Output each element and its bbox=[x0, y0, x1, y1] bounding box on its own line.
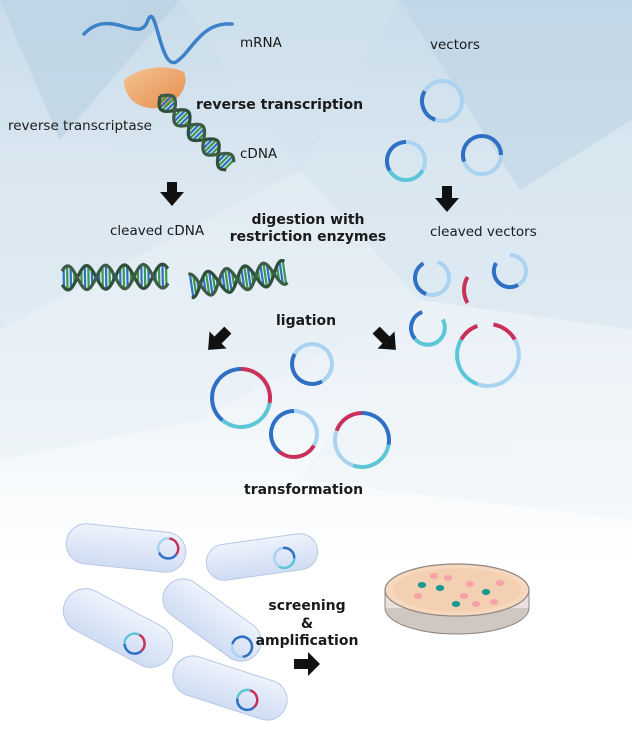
bacterium bbox=[162, 578, 262, 662]
background-facets bbox=[0, 0, 632, 460]
label-reverse-transcription: reverse transcription bbox=[196, 97, 364, 113]
label-mrna: mRNA bbox=[240, 35, 282, 51]
cleaved-cdna-fragment bbox=[187, 258, 289, 300]
label-screening-line3: amplification bbox=[255, 633, 359, 649]
bacterial-plasmid bbox=[273, 546, 296, 570]
bacterial-colony bbox=[459, 593, 469, 599]
bacterial-colony bbox=[417, 582, 427, 588]
label-digestion-line2: restriction enzymes bbox=[229, 228, 387, 245]
label-cdna: cDNA bbox=[240, 146, 278, 162]
bacterial-colony bbox=[481, 589, 491, 595]
label-ligation: ligation bbox=[276, 313, 337, 329]
cleaved-cdna-fragment bbox=[60, 262, 170, 292]
label-cleaved-vectors: cleaved vectors bbox=[430, 224, 537, 240]
arrow-into-ligation-right bbox=[372, 326, 396, 350]
bacterial-plasmid bbox=[230, 635, 254, 658]
cleaved-vector-plasmid bbox=[491, 252, 529, 290]
bacterial-colony bbox=[435, 585, 445, 591]
mrna-strand bbox=[82, 14, 234, 65]
vector-plasmid bbox=[420, 79, 464, 123]
label-digestion: digestion with restriction enzymes bbox=[228, 212, 388, 246]
bacterial-colony bbox=[471, 601, 481, 607]
cleaved-vector-plasmid bbox=[409, 310, 447, 347]
bacterium bbox=[172, 655, 288, 721]
bacterium bbox=[205, 533, 319, 581]
label-vectors: vectors bbox=[430, 37, 480, 53]
cleaved-vector-plasmid bbox=[413, 260, 451, 297]
bacterial-colony bbox=[429, 573, 439, 579]
ligated-plasmid bbox=[332, 411, 392, 470]
vector-plasmid bbox=[460, 133, 504, 177]
cdna-double-helix bbox=[157, 93, 236, 172]
label-screening: screening & amplification bbox=[252, 598, 362, 651]
arrow-down-cdna bbox=[160, 182, 184, 206]
cleaved-cdna-helices bbox=[60, 258, 289, 300]
bacterial-colony bbox=[413, 593, 423, 599]
bacterial-colony bbox=[451, 601, 461, 607]
colony-group bbox=[413, 573, 505, 607]
ligated-plasmid bbox=[269, 409, 319, 459]
petri-dish bbox=[384, 563, 530, 635]
ligated-plasmid bbox=[210, 366, 273, 429]
plasmid-group bbox=[210, 79, 529, 470]
bacterial-colony bbox=[465, 581, 475, 587]
bacterial-colony bbox=[443, 575, 453, 581]
bacterial-plasmid bbox=[123, 632, 146, 655]
bacterial-plasmid bbox=[236, 688, 259, 712]
ligated-plasmid bbox=[290, 342, 334, 386]
bacterial-colony bbox=[495, 580, 505, 586]
arrow-right-screening bbox=[294, 652, 320, 676]
label-screening-line1: screening bbox=[268, 598, 346, 614]
label-cleaved-cdna: cleaved cDNA bbox=[110, 223, 205, 239]
bacterial-plasmid bbox=[156, 537, 180, 560]
cleaved-vector-plasmid bbox=[462, 276, 470, 304]
cleaved-vector-plasmid bbox=[455, 322, 521, 388]
cdna-helix bbox=[157, 93, 236, 172]
bacterial-colony bbox=[489, 599, 499, 605]
label-transformation: transformation bbox=[244, 482, 364, 498]
bacterium bbox=[65, 523, 187, 573]
vector-plasmid bbox=[384, 139, 428, 183]
arrow-into-ligation-left bbox=[208, 326, 232, 350]
label-reverse-transcriptase: reverse transcriptase bbox=[8, 118, 152, 134]
label-screening-line2: & bbox=[300, 615, 314, 632]
bacterium bbox=[62, 588, 174, 668]
label-digestion-line1: digestion with bbox=[251, 212, 365, 228]
arrow-down-vectors bbox=[435, 186, 459, 212]
bacteria-group bbox=[62, 523, 319, 721]
